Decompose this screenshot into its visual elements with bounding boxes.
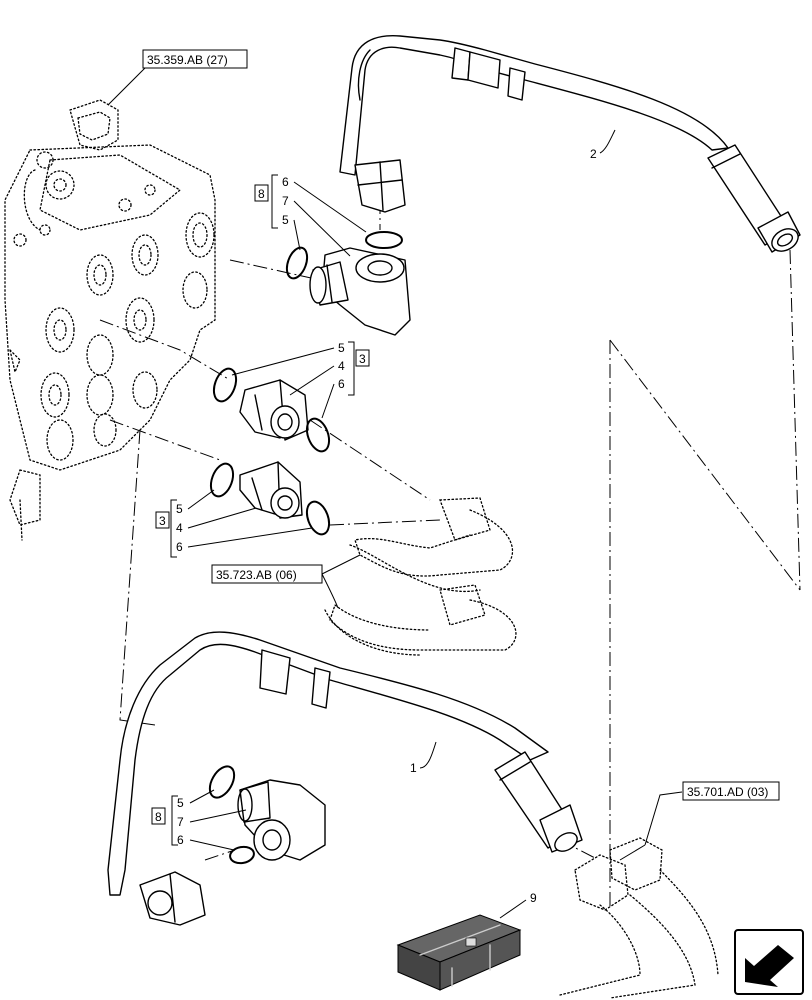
- hydraulic-tube-2: [339, 35, 801, 253]
- ref-label-valve[interactable]: 35.359.AB (27): [142, 49, 248, 69]
- group-bottom-label-c: 6: [177, 833, 184, 847]
- group-mid-left-label-c: 6: [176, 540, 183, 554]
- parts-kit-box: [396, 914, 522, 991]
- referenced-fittings-dotted: [559, 837, 719, 999]
- callout-item-2: 2: [590, 147, 597, 161]
- ref-label-valve-text: 35.359.AB (27): [147, 53, 228, 67]
- group-bottom-label-a: 5: [177, 796, 184, 810]
- return-arrow-icon[interactable]: [734, 929, 804, 995]
- group-mid-right-label-b: 4: [338, 359, 345, 373]
- ref-label-right[interactable]: 35.701.AD (03): [682, 781, 780, 801]
- ref-label-right-text: 35.701.AD (03): [687, 785, 768, 799]
- callout-group-bottom: 8 5 7 6: [151, 789, 247, 851]
- group-top-box-label: 8: [258, 187, 265, 201]
- straight-fitting-upper: [212, 367, 331, 453]
- callout-group-top: 8 6 7 5: [254, 174, 367, 257]
- callout-group-mid-right: 5 4 6 3: [231, 341, 370, 419]
- group-mid-left-label-a: 5: [176, 502, 183, 516]
- group-top-label-b: 7: [282, 194, 289, 208]
- group-mid-left-box-label: 3: [159, 514, 166, 528]
- callout-item-9: 9: [530, 891, 537, 905]
- group-top-label-a: 6: [282, 175, 289, 189]
- referenced-tubes-dotted: [324, 497, 517, 656]
- o-ring-top-left: [285, 246, 309, 280]
- control-valve-block: [4, 99, 216, 541]
- group-mid-right-label-a: 5: [338, 341, 345, 355]
- group-bottom-label-b: 7: [177, 815, 184, 829]
- callout-group-mid-left: 3 5 4 6: [155, 489, 313, 558]
- group-mid-right-label-c: 6: [338, 377, 345, 391]
- group-mid-right-box-label: 3: [359, 352, 366, 366]
- group-bottom-box-label: 8: [155, 810, 162, 824]
- group-mid-left-label-b: 4: [176, 521, 183, 535]
- elbow-fitting-top: [309, 247, 411, 336]
- assembly-center-lines: [99, 200, 801, 910]
- ref-label-mid[interactable]: 35.723.AB (06): [211, 564, 323, 584]
- straight-fitting-lower: [209, 461, 331, 536]
- callout-item-1: 1: [410, 761, 417, 775]
- elbow-fitting-bottom: [208, 765, 326, 865]
- hydraulic-tube-1: [107, 631, 583, 926]
- o-ring-top: [365, 231, 403, 249]
- ref-label-mid-text: 35.723.AB (06): [216, 568, 297, 582]
- group-top-label-c: 5: [282, 213, 289, 227]
